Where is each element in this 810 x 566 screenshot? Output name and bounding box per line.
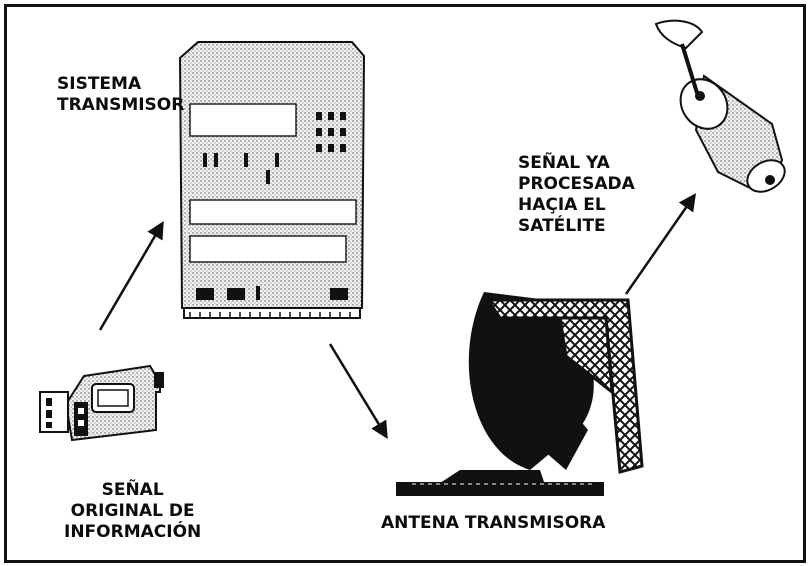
diagram-border	[4, 4, 806, 563]
original-signal-line-2: ORIGINAL DE	[70, 501, 195, 521]
original-signal-line-1: SEÑAL	[101, 480, 164, 500]
video-camera-icon	[39, 364, 164, 442]
arrow-antenna-to-satellite	[624, 193, 696, 295]
antenna-label: ANTENA TRANSMISORA	[381, 513, 606, 533]
transmitter-label-line-1: SISTEMA	[57, 74, 142, 94]
transmitter-label-line-2: TRANSMISOR	[57, 95, 185, 115]
original-signal-label: SEÑAL ORIGINAL DE INFORMACIÓN	[64, 480, 201, 543]
processed-signal-line-2: PROCESADA	[518, 174, 635, 194]
processed-signal-line-4: SATÉLITE	[518, 216, 606, 236]
arrow-transmitter-to-antenna	[328, 343, 388, 439]
transmitter-label: SISTEMA TRANSMISOR	[57, 74, 184, 116]
processed-signal-label: SEÑAL YA PROCESADA HAÇIA EL SATÉLITE	[518, 153, 635, 237]
satellite-icon	[654, 19, 786, 193]
satellite-dish-icon	[396, 292, 644, 496]
transmitter-cabinet-icon	[178, 41, 366, 319]
processed-signal-line-1: SEÑAL YA	[518, 153, 610, 173]
arrow-camera-to-transmitter	[98, 220, 164, 331]
original-signal-line-3: INFORMACIÓN	[64, 522, 202, 542]
processed-signal-line-3: HAÇIA EL	[518, 195, 606, 215]
